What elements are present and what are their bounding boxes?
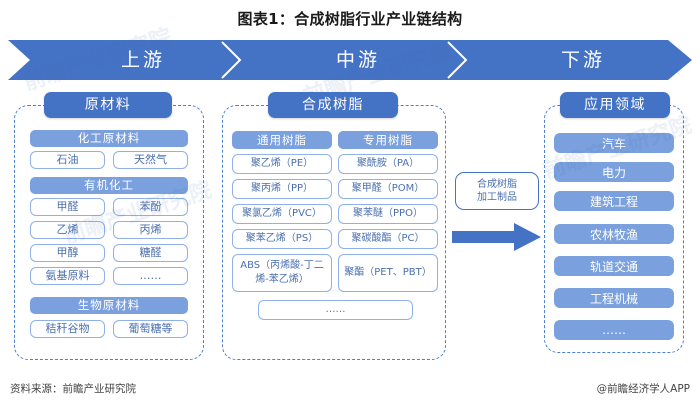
upstream-chip-formaldehyde[interactable]: 甲醛 <box>30 198 105 216</box>
upstream-chip-more[interactable]: …… <box>113 267 188 285</box>
connector-box: 合成树脂 加工制品 <box>455 172 539 210</box>
midstream-chip-pvc[interactable]: 聚氯乙烯（PVC） <box>232 204 332 224</box>
stage-label-upstream: 上游 <box>120 49 165 71</box>
upstream-section-title-2: 生物原材料 <box>30 297 188 314</box>
midstream-chip-ppo[interactable]: 聚苯醚（PPO） <box>338 204 438 224</box>
upstream-header: 原材料 <box>44 92 172 118</box>
midstream-chip-ps[interactable]: 聚苯乙烯（PS） <box>232 229 332 249</box>
right-arrow-icon <box>452 222 542 252</box>
downstream-chip-more[interactable]: …… <box>554 320 674 340</box>
downstream-chip-automotive[interactable]: 汽车 <box>554 133 674 153</box>
downstream-chip-power[interactable]: 电力 <box>554 162 674 182</box>
upstream-chip-amino-material[interactable]: 氨基原料 <box>30 267 105 285</box>
upstream-chip-glucose[interactable]: 葡萄糖等 <box>113 320 188 338</box>
connector-line-1: 合成树脂 <box>477 179 517 190</box>
midstream-chip-pet-pbt[interactable]: 聚酯（PET、PBT） <box>338 254 438 292</box>
page-title: 图表1：合成树脂行业产业链结构 <box>237 10 463 28</box>
midstream-section-title-general: 通用树脂 <box>232 131 332 149</box>
midstream-chip-pe[interactable]: 聚乙烯（PE） <box>232 154 332 174</box>
upstream-chip-straw-grain[interactable]: 秸秆谷物 <box>30 320 105 338</box>
stage-label-downstream: 下游 <box>560 49 605 71</box>
downstream-chip-agriculture[interactable]: 农林牧渔 <box>554 224 674 244</box>
source-note: 资料来源：前瞻产业研究院 <box>10 383 136 395</box>
upstream-chip-natural-gas[interactable]: 天然气 <box>113 151 188 169</box>
stage-label-midstream: 中游 <box>335 49 380 71</box>
upstream-chip-ethylene[interactable]: 乙烯 <box>30 221 105 239</box>
downstream-chip-rail-transit[interactable]: 轨道交通 <box>554 256 674 276</box>
credit-note: @前瞻经济学人APP <box>596 383 690 395</box>
upstream-section-title-0: 化工原材料 <box>30 130 188 147</box>
midstream-chip-pom[interactable]: 聚甲醛（POM） <box>338 179 438 199</box>
upstream-chip-furfural[interactable]: 糖醛 <box>113 244 188 262</box>
stage-banner: 上游 中游 下游 <box>8 40 692 80</box>
midstream-chip-pa[interactable]: 聚酰胺（PA） <box>338 154 438 174</box>
downstream-header: 应用领域 <box>560 92 670 118</box>
upstream-chip-methanol[interactable]: 甲醇 <box>30 244 105 262</box>
upstream-chip-phenol[interactable]: 苯酚 <box>113 198 188 216</box>
upstream-chip-petroleum[interactable]: 石油 <box>30 151 105 169</box>
connector-line-2: 加工制品 <box>477 192 517 203</box>
midstream-header: 合成树脂 <box>268 92 398 118</box>
upstream-section-title-1: 有机化工 <box>30 177 188 194</box>
upstream-chip-propylene[interactable]: 丙烯 <box>113 221 188 239</box>
midstream-section-title-special: 专用树脂 <box>338 131 438 149</box>
midstream-chip-more[interactable]: …… <box>258 300 413 320</box>
midstream-chip-pp[interactable]: 聚丙烯（PP） <box>232 179 332 199</box>
downstream-chip-machinery[interactable]: 工程机械 <box>554 288 674 308</box>
downstream-chip-construction[interactable]: 建筑工程 <box>554 191 674 211</box>
midstream-chip-abs[interactable]: ABS（丙烯酸-丁二烯-苯乙烯） <box>232 254 332 292</box>
midstream-chip-pc[interactable]: 聚碳酸酯（PC） <box>338 229 438 249</box>
